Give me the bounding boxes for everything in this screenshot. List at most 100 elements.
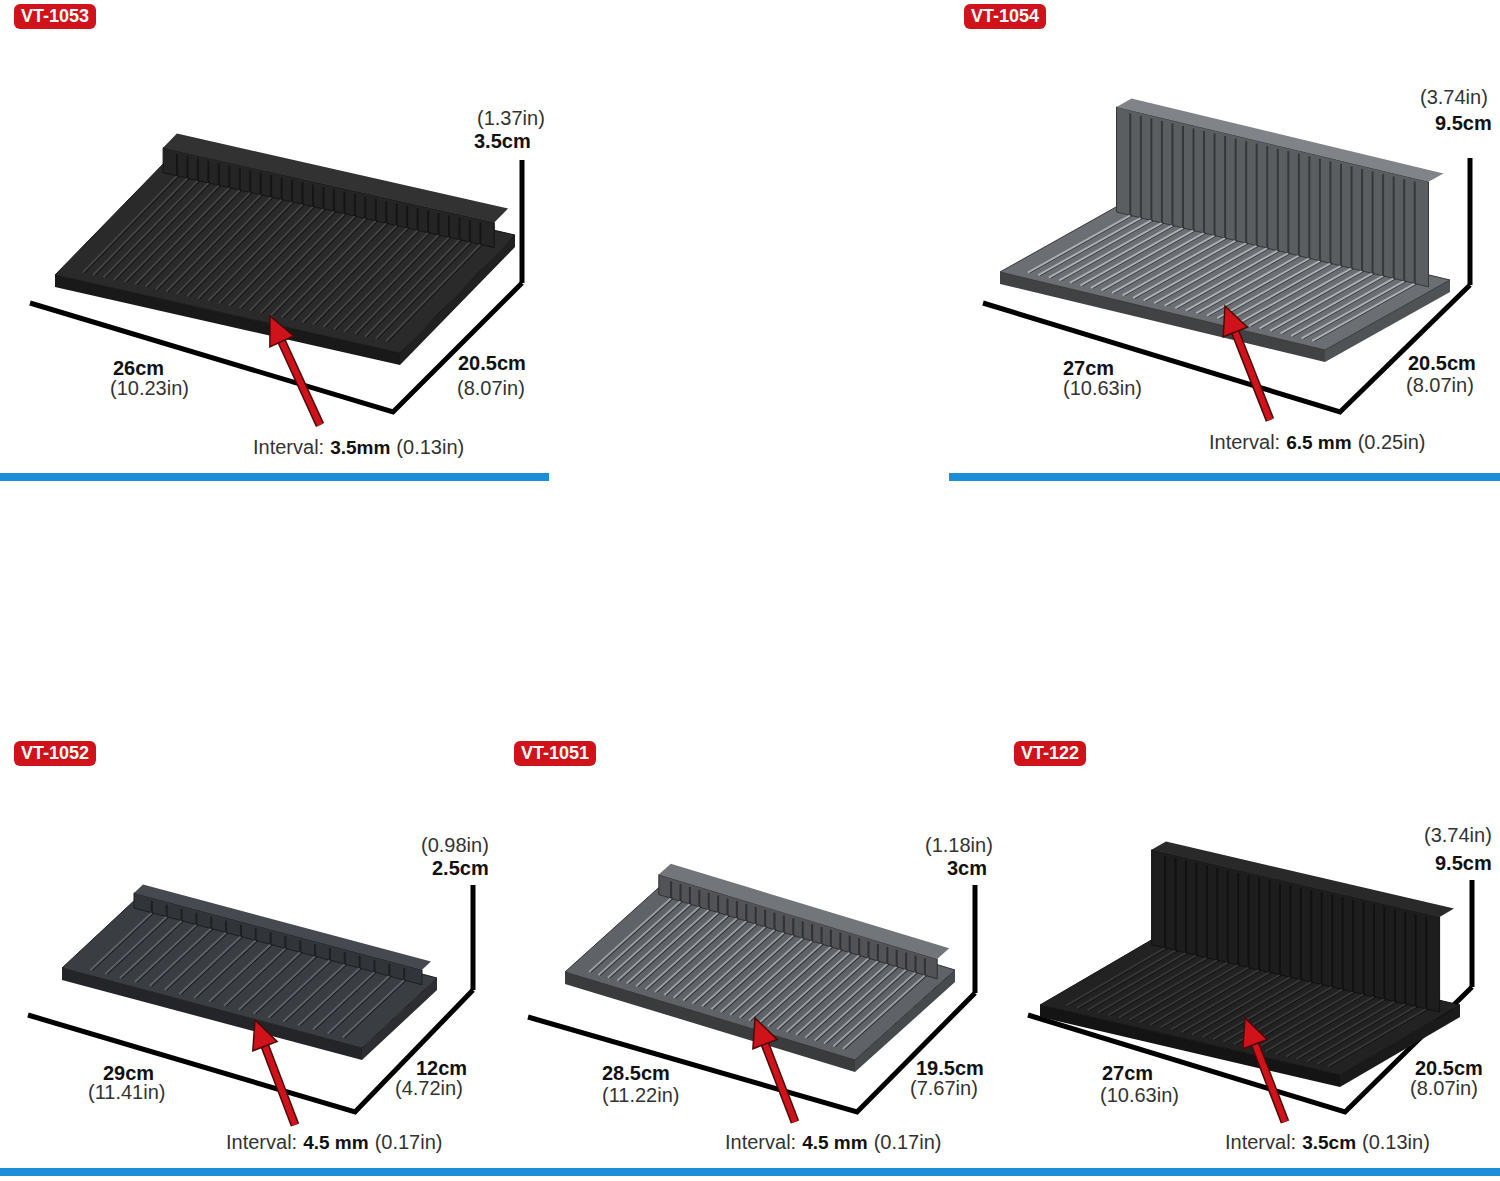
interval-label: Interval:: [253, 437, 324, 457]
dimension-line: [973, 885, 978, 993]
tray-ridge: [1265, 994, 1363, 1051]
tray-ridge: [1059, 223, 1162, 280]
tray-ridge: [1112, 235, 1215, 292]
tray-slot: [807, 964, 889, 1038]
tray-ridge: [702, 933, 784, 1007]
dimension-label: (7.67in): [910, 1078, 978, 1098]
tray-slot: [1308, 156, 1310, 258]
tray-slot: [886, 947, 888, 964]
tray-slot: [225, 948, 287, 1005]
tray-slot: [354, 194, 356, 216]
tray-slot: [1182, 126, 1184, 228]
tray-slot: [703, 933, 785, 1007]
tray-slot: [293, 223, 387, 320]
dimension-label: 27cm: [1063, 358, 1114, 378]
tray-ridge: [749, 947, 831, 1021]
tray-slot: [92, 913, 154, 970]
tray-ridge: [693, 930, 775, 1004]
tray-ridge: [1067, 948, 1165, 1005]
tray-ridge: [721, 938, 803, 1012]
tray-ridge: [1296, 1002, 1394, 1059]
tray-ridge: [627, 910, 709, 984]
tray-slot: [628, 910, 710, 984]
dimension-label: 9.5cm: [1435, 113, 1492, 133]
tray-slot: [189, 200, 283, 297]
dimension-label: 27cm: [1102, 1063, 1153, 1083]
tray-slot: [270, 960, 332, 1017]
tray-slot: [797, 961, 879, 1035]
tray-slot: [1216, 868, 1218, 960]
tray-slot: [816, 967, 898, 1041]
tray-ridge: [1249, 268, 1352, 325]
dimension-label: (1.18in): [925, 835, 993, 855]
tray-slot: [151, 929, 213, 986]
interval-label: Interval:: [226, 1132, 297, 1152]
tray-ridge: [1182, 975, 1280, 1032]
tray-slot: [116, 183, 210, 280]
tray-slot: [314, 944, 316, 956]
tray-slot: [755, 907, 757, 924]
tray-slot: [915, 955, 917, 972]
tray-slot: [732, 941, 814, 1015]
tray-ridge: [343, 980, 405, 1037]
tray-slot: [1393, 176, 1395, 278]
tray-slot: [1361, 169, 1363, 271]
tray-slot: [1415, 914, 1417, 1006]
tray-slot: [136, 925, 198, 982]
tray-slot: [764, 910, 766, 927]
model-badge: VT-1054: [964, 4, 1046, 29]
interval-label: (0.25in): [1358, 432, 1426, 452]
tray-slot: [107, 917, 168, 974]
tray-ridge: [376, 242, 470, 339]
tray-ridge: [815, 967, 897, 1041]
dimension-label: 2.5cm: [432, 858, 489, 878]
tray-slot: [769, 952, 851, 1026]
tray-slot: [396, 204, 398, 226]
tray-ridge: [843, 975, 925, 1049]
tray-slot: [750, 947, 832, 1021]
arrow-shaft: [1254, 1042, 1285, 1122]
tray-slot: [1352, 900, 1354, 992]
tray-slot: [346, 235, 440, 332]
tray-slot: [1403, 179, 1405, 281]
tray-slot: [1310, 890, 1312, 982]
tray-slot: [385, 201, 387, 223]
dimension-label: 20.5cm: [1408, 353, 1476, 373]
tray-ridge: [730, 941, 812, 1015]
tray-slot: [792, 918, 794, 935]
tray-slot: [469, 220, 471, 242]
tray-ridge: [1312, 284, 1415, 341]
tray-slot: [1300, 888, 1302, 980]
tray-slot: [388, 244, 482, 341]
tray-slot: [325, 230, 419, 327]
tray-slot: [181, 909, 183, 921]
tray-slot: [329, 976, 391, 1033]
tray-ridge: [1150, 967, 1248, 1024]
interval-label: 4.5 mm: [303, 1133, 368, 1152]
tray-slot: [835, 972, 917, 1046]
arrow-shaft: [281, 340, 320, 425]
dimension-line: [471, 885, 476, 990]
tray-slot: [314, 972, 376, 1029]
dimension-label: 20.5cm: [1415, 1058, 1483, 1078]
tray-slot: [1331, 895, 1333, 987]
tray-slot: [689, 887, 691, 904]
tray-slot: [1383, 907, 1385, 999]
tray-slot: [1206, 866, 1208, 958]
tray-ridge: [1080, 228, 1183, 285]
model-code: VT-1052: [21, 744, 89, 764]
tray-slot: [1425, 917, 1427, 1009]
tray-slot: [343, 192, 345, 214]
tray-slot: [685, 927, 767, 1001]
tray-slot: [84, 176, 178, 273]
dimension-label: (10.63in): [1063, 378, 1142, 398]
divider-bar: [949, 473, 1500, 481]
tray-slot: [858, 938, 860, 955]
tray-slot: [333, 189, 335, 211]
tray-ridge: [1175, 251, 1278, 308]
dimension-label: (4.72in): [395, 1078, 463, 1098]
tray-slot: [1203, 131, 1205, 233]
tray-slot: [151, 901, 153, 913]
tray-slot: [322, 187, 324, 209]
tray-slot: [367, 240, 461, 337]
